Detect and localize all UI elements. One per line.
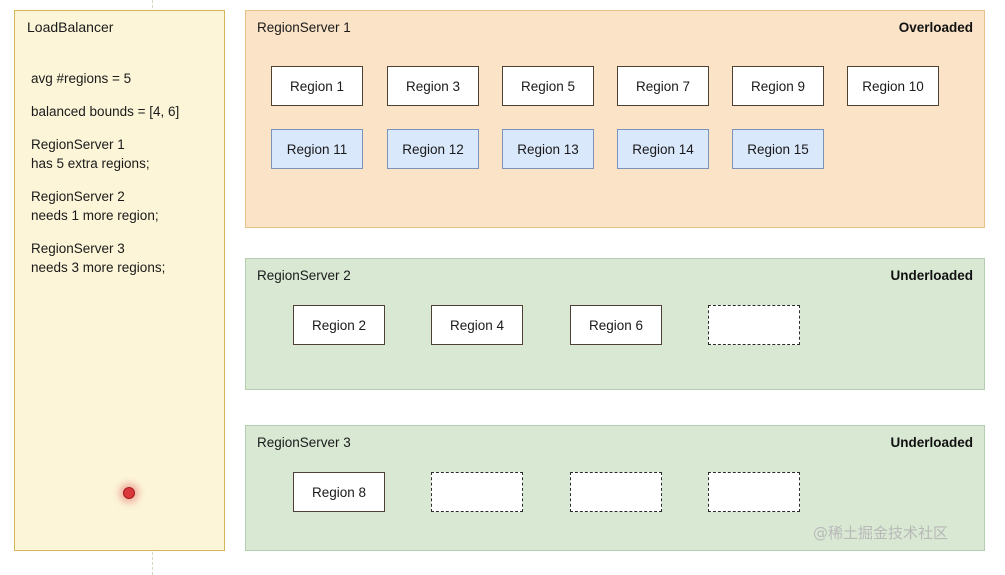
regionserver-2-status-badge: Underloaded	[890, 268, 973, 283]
loadbalancer-stat-block: balanced bounds = [4, 6]	[31, 102, 221, 121]
loadbalancer-stat-block: RegionServer 2 needs 1 more region;	[31, 187, 221, 225]
loadbalancer-stat-line: needs 1 more region;	[31, 208, 159, 223]
loadbalancer-stat-line: balanced bounds = [4, 6]	[31, 104, 180, 119]
region-box[interactable]: Region 15	[732, 129, 824, 169]
loadbalancer-stats: avg #regions = 5 balanced bounds = [4, 6…	[31, 69, 221, 291]
loadbalancer-panel: LoadBalancer avg #regions = 5 balanced b…	[14, 10, 225, 551]
region-box[interactable]: Region 13	[502, 129, 594, 169]
loadbalancer-title: LoadBalancer	[27, 19, 114, 35]
red-dot-marker-icon	[123, 487, 135, 499]
loadbalancer-stat-block: avg #regions = 5	[31, 69, 221, 88]
region-box-empty[interactable]	[708, 305, 800, 345]
region-box[interactable]: Region 3	[387, 66, 479, 106]
region-box[interactable]: Region 12	[387, 129, 479, 169]
region-box-empty[interactable]	[708, 472, 800, 512]
region-box[interactable]: Region 4	[431, 305, 523, 345]
loadbalancer-stat-line: has 5 extra regions;	[31, 156, 150, 171]
regionserver-1-panel: RegionServer 1 Overloaded Region 1 Regio…	[245, 10, 985, 228]
loadbalancer-stat-line: RegionServer 1	[31, 137, 125, 152]
regionserver-2-panel: RegionServer 2 Underloaded Region 2 Regi…	[245, 258, 985, 390]
region-box[interactable]: Region 5	[502, 66, 594, 106]
region-box[interactable]: Region 11	[271, 129, 363, 169]
regionserver-1-status-badge: Overloaded	[898, 20, 973, 35]
regionserver-2-title: RegionServer 2	[257, 268, 351, 283]
loadbalancer-stat-line: avg #regions = 5	[31, 71, 132, 86]
region-box[interactable]: Region 8	[293, 472, 385, 512]
loadbalancer-stat-block: RegionServer 3 needs 3 more regions;	[31, 239, 221, 277]
loadbalancer-stat-line: RegionServer 3	[31, 241, 125, 256]
regionserver-1-title: RegionServer 1	[257, 20, 351, 35]
region-box[interactable]: Region 9	[732, 66, 824, 106]
region-box[interactable]: Region 6	[570, 305, 662, 345]
region-box[interactable]: Region 1	[271, 66, 363, 106]
region-box[interactable]: Region 7	[617, 66, 709, 106]
region-box[interactable]: Region 10	[847, 66, 939, 106]
region-box-empty[interactable]	[570, 472, 662, 512]
regionserver-3-panel: RegionServer 3 Underloaded Region 8	[245, 425, 985, 551]
regionserver-3-title: RegionServer 3	[257, 435, 351, 450]
region-box[interactable]: Region 14	[617, 129, 709, 169]
regionserver-3-status-badge: Underloaded	[890, 435, 973, 450]
loadbalancer-stat-block: RegionServer 1 has 5 extra regions;	[31, 135, 221, 173]
watermark: @稀土掘金技术社区	[813, 524, 949, 542]
loadbalancer-stat-line: RegionServer 2	[31, 189, 125, 204]
loadbalancer-stat-line: needs 3 more regions;	[31, 260, 166, 275]
region-box[interactable]: Region 2	[293, 305, 385, 345]
region-box-empty[interactable]	[431, 472, 523, 512]
